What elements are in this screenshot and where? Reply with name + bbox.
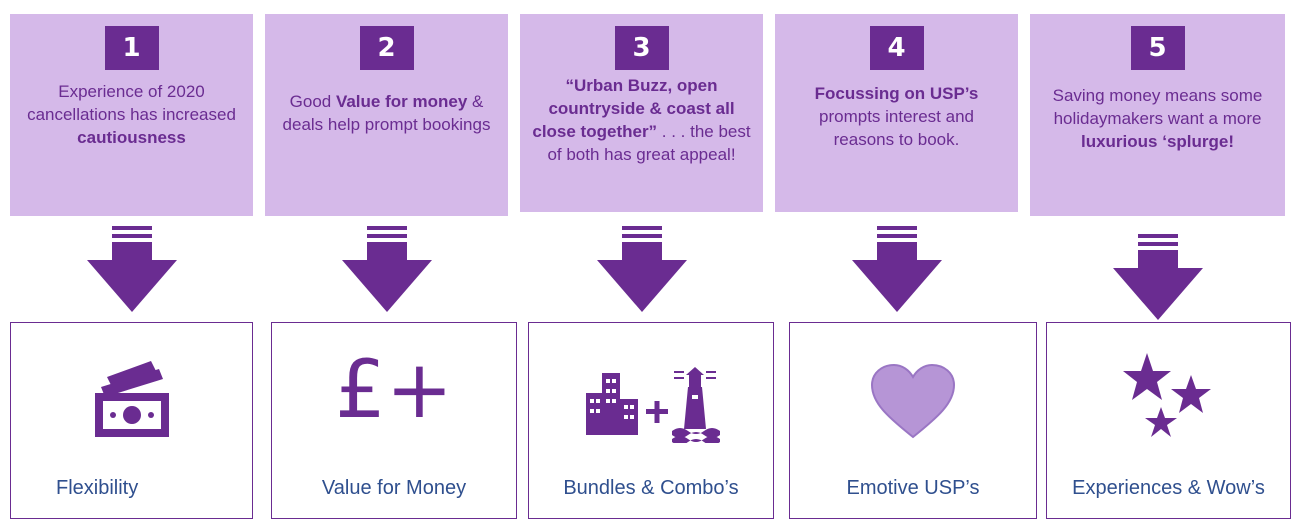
step-description: “Urban Buzz, open countryside & coast al…	[532, 76, 751, 164]
step-number-badge: 4	[869, 26, 924, 70]
step-box-3: 3 “Urban Buzz, open countryside & coast …	[520, 14, 763, 212]
step-number-badge: 5	[1130, 26, 1185, 70]
step-column-2: 2 Good Value for money & deals help prom…	[265, 0, 517, 519]
outcome-label: Experiences & Wow’s	[1072, 477, 1265, 499]
outcome-box-2: £+ Value for Money	[271, 322, 517, 519]
step-number-badge: 1	[104, 26, 159, 70]
outcome-box-1: Flexibility	[10, 322, 253, 519]
outcome-box-4: Emotive USP’s	[789, 322, 1037, 519]
step-column-1: 1 Experience of 2020 cancellations has i…	[10, 0, 253, 519]
step-column-4: 4 Focussing on USP’s prompts interest an…	[775, 0, 1037, 519]
step-box-2: 2 Good Value for money & deals help prom…	[265, 14, 508, 216]
outcome-label: Flexibility	[56, 477, 139, 499]
step-column-5: 5 Saving money means some holidaymakers …	[1030, 0, 1291, 519]
pound-plus-icon: £+	[335, 343, 453, 436]
heart-icon	[870, 363, 956, 439]
outcome-box-3: Bundles & Combo’s	[528, 322, 774, 519]
down-arrow-icon	[596, 226, 687, 312]
money-icon	[94, 361, 169, 437]
step-description: Saving money means some holidaymakers wa…	[1052, 86, 1263, 151]
step-column-3: 3 “Urban Buzz, open countryside & coast …	[520, 0, 774, 519]
step-number-badge: 2	[359, 26, 414, 70]
down-arrow-icon	[341, 226, 432, 312]
step-description: Experience of 2020 cancellations has inc…	[27, 82, 236, 147]
outcome-label: Bundles & Combo’s	[563, 477, 739, 499]
outcome-label: Emotive USP’s	[846, 477, 980, 499]
step-box-1: 1 Experience of 2020 cancellations has i…	[10, 14, 253, 216]
stars-icon	[1122, 353, 1211, 437]
step-box-5: 5 Saving money means some holidaymakers …	[1030, 14, 1285, 216]
step-description: Focussing on USP’s prompts interest and …	[814, 84, 979, 149]
step-number-badge: 3	[614, 26, 669, 70]
outcome-label: Value for Money	[321, 477, 467, 499]
step-description: Good Value for money & deals help prompt…	[282, 92, 491, 134]
city-lighthouse-icon	[586, 367, 720, 443]
down-arrow-icon	[86, 226, 177, 312]
outcome-box-5: Experiences & Wow’s	[1046, 322, 1291, 519]
down-arrow-icon	[1112, 234, 1203, 320]
step-box-4: 4 Focussing on USP’s prompts interest an…	[775, 14, 1018, 212]
down-arrow-icon	[851, 226, 942, 312]
